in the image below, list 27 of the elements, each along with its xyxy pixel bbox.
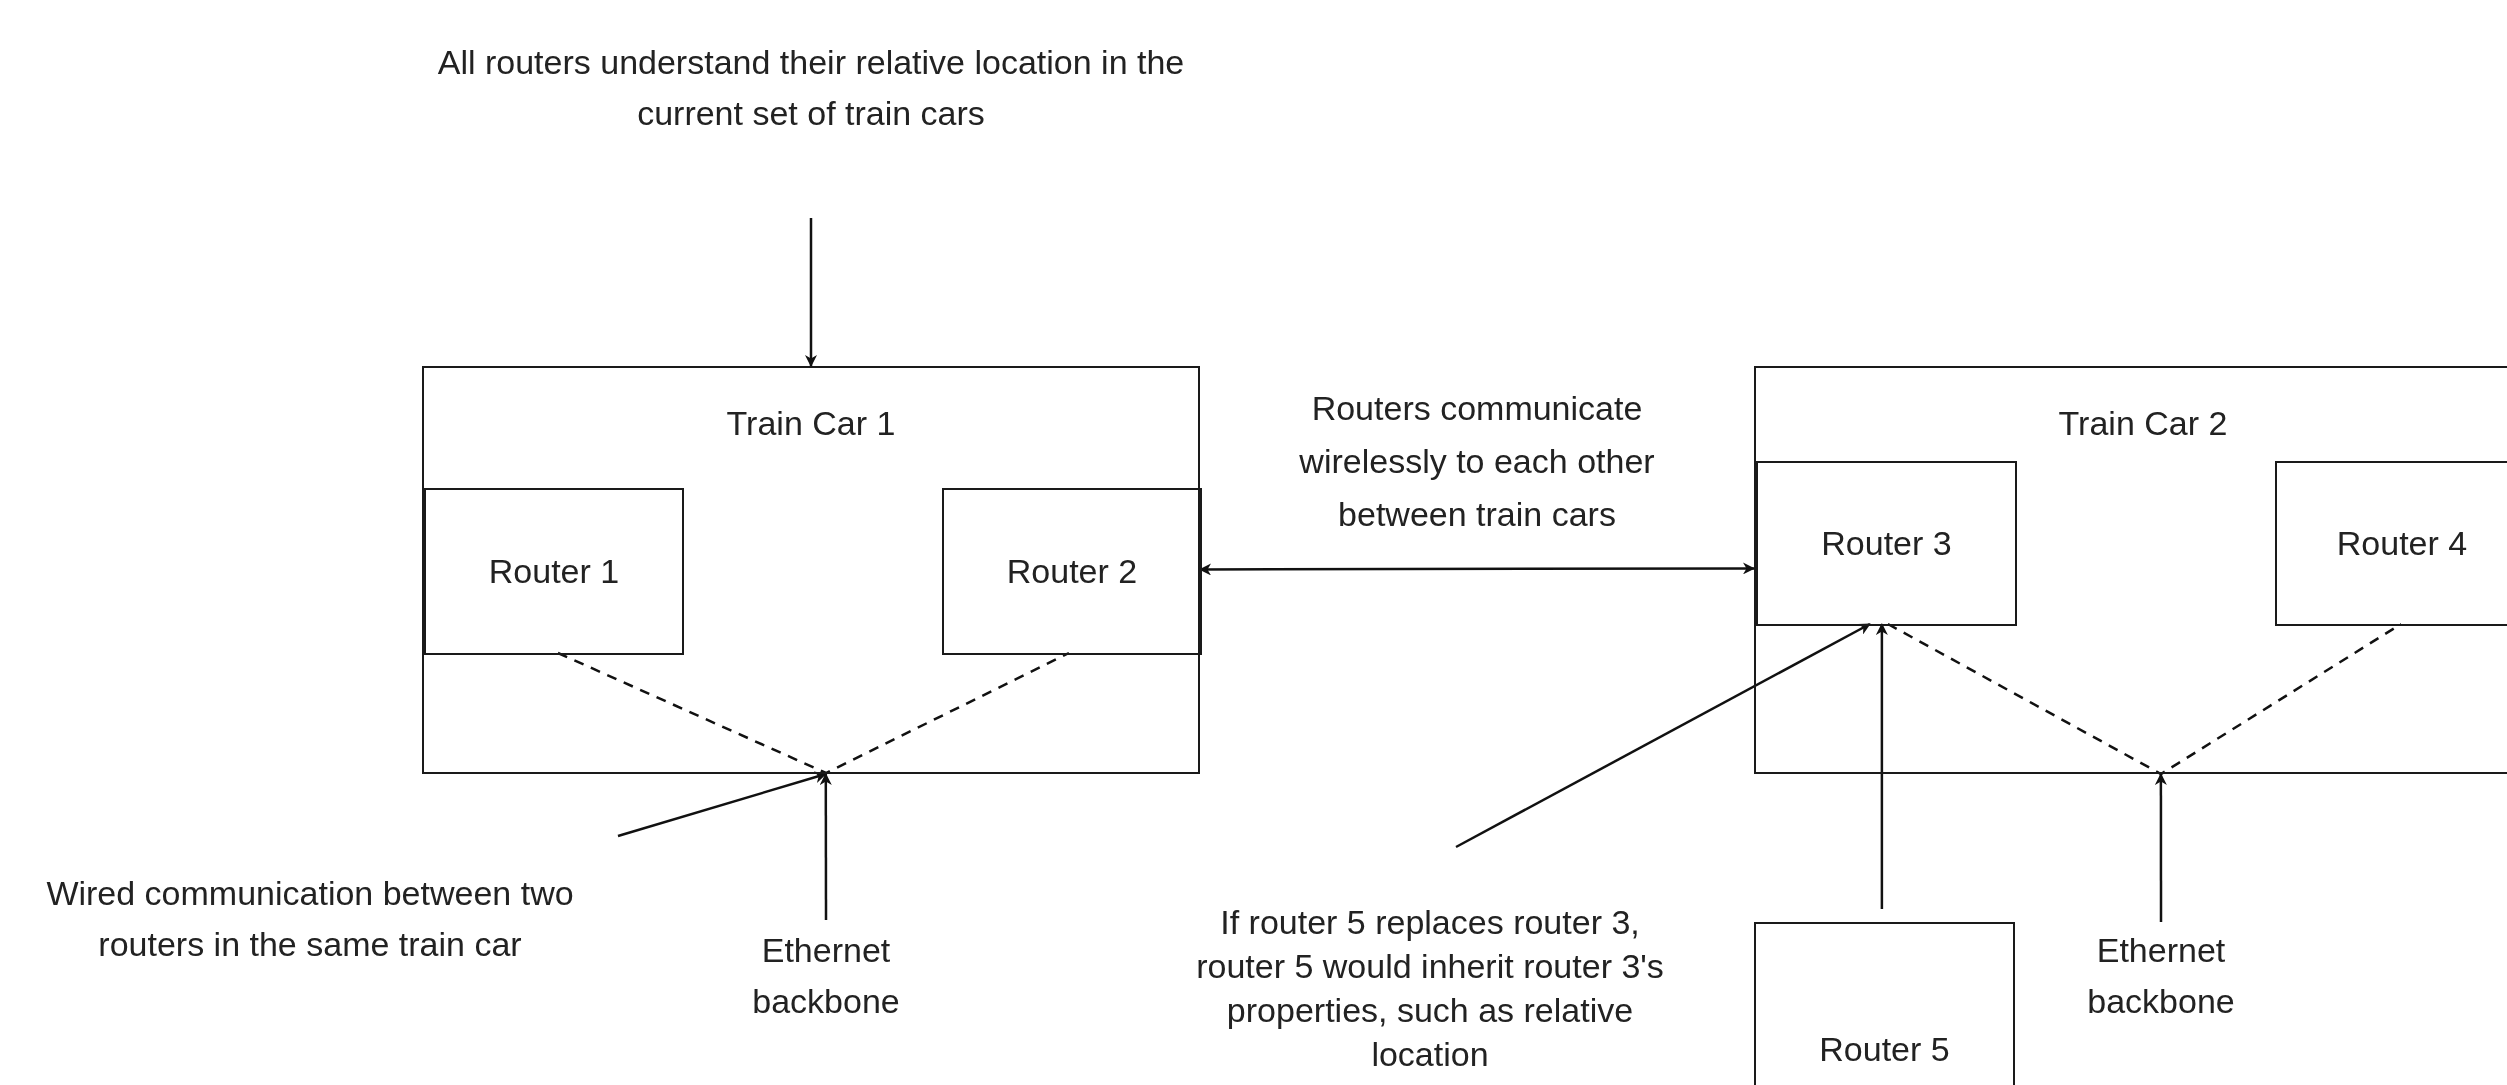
- annotation-text: Ethernet backbone: [751, 930, 901, 1022]
- router-box: [2275, 461, 2507, 626]
- annotation-text: If router 5 replaces router 3, router 5 would inherit router 3's properties, such as relative location: [1195, 901, 1665, 1076]
- arrow: [1455, 622, 1871, 849]
- arrow: [1199, 562, 1755, 576]
- box-title: Router 3: [1821, 523, 1952, 564]
- annotation-text: Ethernet backbone: [2086, 930, 2236, 1022]
- box-title: Router 2: [1006, 551, 1138, 592]
- dashed-line: [557, 651, 1070, 775]
- annotation-text: Wired communication between two routers in the same train car: [45, 872, 575, 965]
- dashed-line: [1887, 622, 2402, 776]
- box-title: Train Car 2: [2058, 403, 2228, 444]
- arrow: [1875, 623, 1888, 909]
- train-car-box: [422, 366, 1200, 774]
- arrow: [805, 218, 817, 367]
- box-title: Router 1: [488, 551, 620, 592]
- router-box: [942, 488, 1202, 655]
- arrow: [617, 771, 827, 838]
- train-car-box: [1754, 366, 2507, 774]
- arrow: [2154, 773, 2167, 922]
- box-title: Router 4: [2336, 523, 2468, 564]
- annotation-text: All routers understand their relative location in the current set of train cars: [436, 42, 1186, 134]
- box-title: Router 5: [1819, 1028, 1950, 1070]
- router-box: [424, 488, 684, 655]
- box-title: Train Car 1: [726, 403, 896, 444]
- router-box: [1756, 461, 2017, 626]
- arrow: [819, 773, 832, 920]
